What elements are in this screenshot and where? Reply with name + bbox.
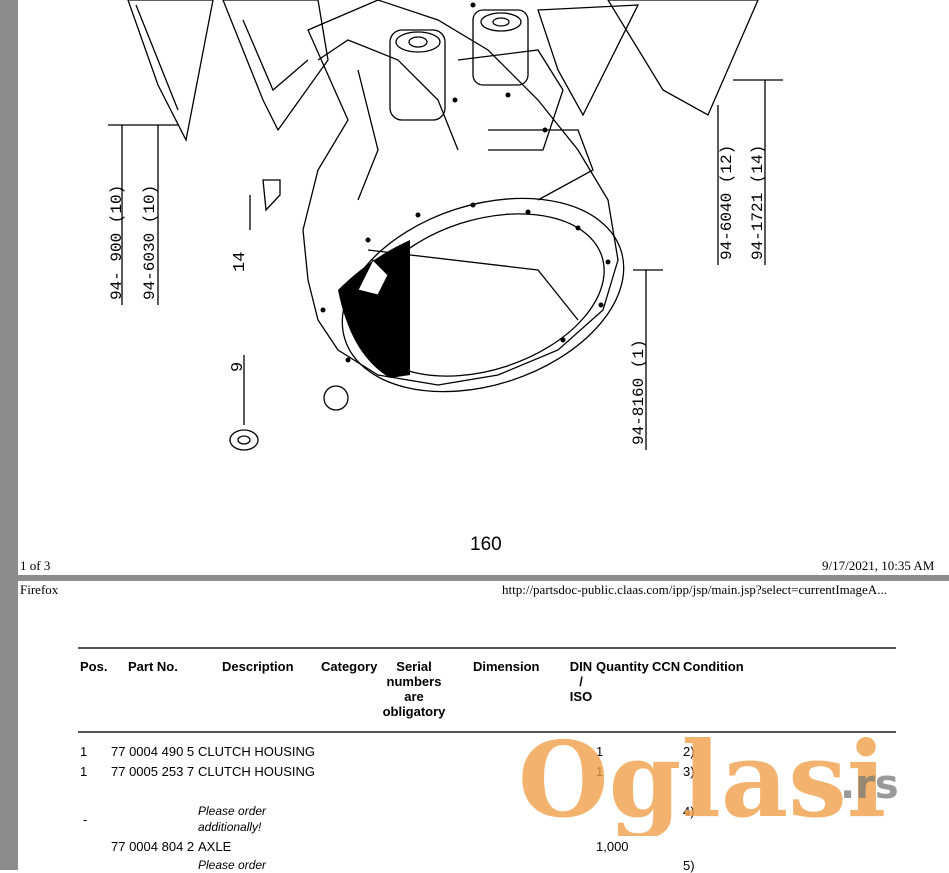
col-condition: Condition bbox=[683, 659, 744, 674]
col-ccn: CCN bbox=[652, 659, 681, 674]
page-url: http://partsdoc-public.claas.com/ipp/jsp… bbox=[502, 582, 887, 597]
callout-94-6030: 94-6030 (10) bbox=[141, 185, 159, 300]
parts-diagram: 94- 900 (10) 94-6030 (10) 94-6040 (12) 9… bbox=[108, 0, 783, 451]
left-gray-bar bbox=[0, 0, 18, 870]
callout-9: 9 bbox=[229, 362, 248, 372]
col-description: Description bbox=[222, 659, 294, 674]
callout-94-900: 94- 900 (10) bbox=[108, 185, 126, 300]
col-serial: Serial numbers are obligatory bbox=[382, 659, 446, 719]
col-category: Category bbox=[321, 659, 378, 674]
table-header-rule bbox=[78, 731, 896, 733]
callout-14: 14 bbox=[231, 252, 250, 272]
watermark-tld: .rs bbox=[840, 762, 899, 808]
callout-94-1721: 94-1721 (14) bbox=[749, 145, 767, 260]
callout-94-6040: 94-6040 (12) bbox=[718, 145, 736, 260]
table-top-rule bbox=[78, 647, 896, 649]
oglasi-watermark: Oglasi .rs bbox=[518, 718, 899, 836]
col-part-no: Part No. bbox=[128, 659, 178, 674]
col-din-iso: DIN / ISO bbox=[569, 659, 593, 704]
watermark-brand: Oglasi bbox=[518, 718, 886, 836]
browser-name: Firefox bbox=[20, 582, 59, 597]
page-upper: 94- 900 (10) 94-6030 (10) 94-6040 (12) 9… bbox=[18, 0, 949, 575]
col-dimension: Dimension bbox=[473, 659, 540, 674]
print-datetime: 9/17/2021, 10:35 AM bbox=[822, 558, 935, 573]
page-count: 1 of 3 bbox=[20, 558, 51, 573]
col-pos: Pos. bbox=[80, 659, 108, 674]
page-number: 160 bbox=[470, 534, 502, 555]
col-quantity: Quantity bbox=[596, 659, 649, 674]
callout-94-8160: 94-8160 (1) bbox=[630, 339, 648, 445]
page-separator bbox=[18, 575, 949, 581]
